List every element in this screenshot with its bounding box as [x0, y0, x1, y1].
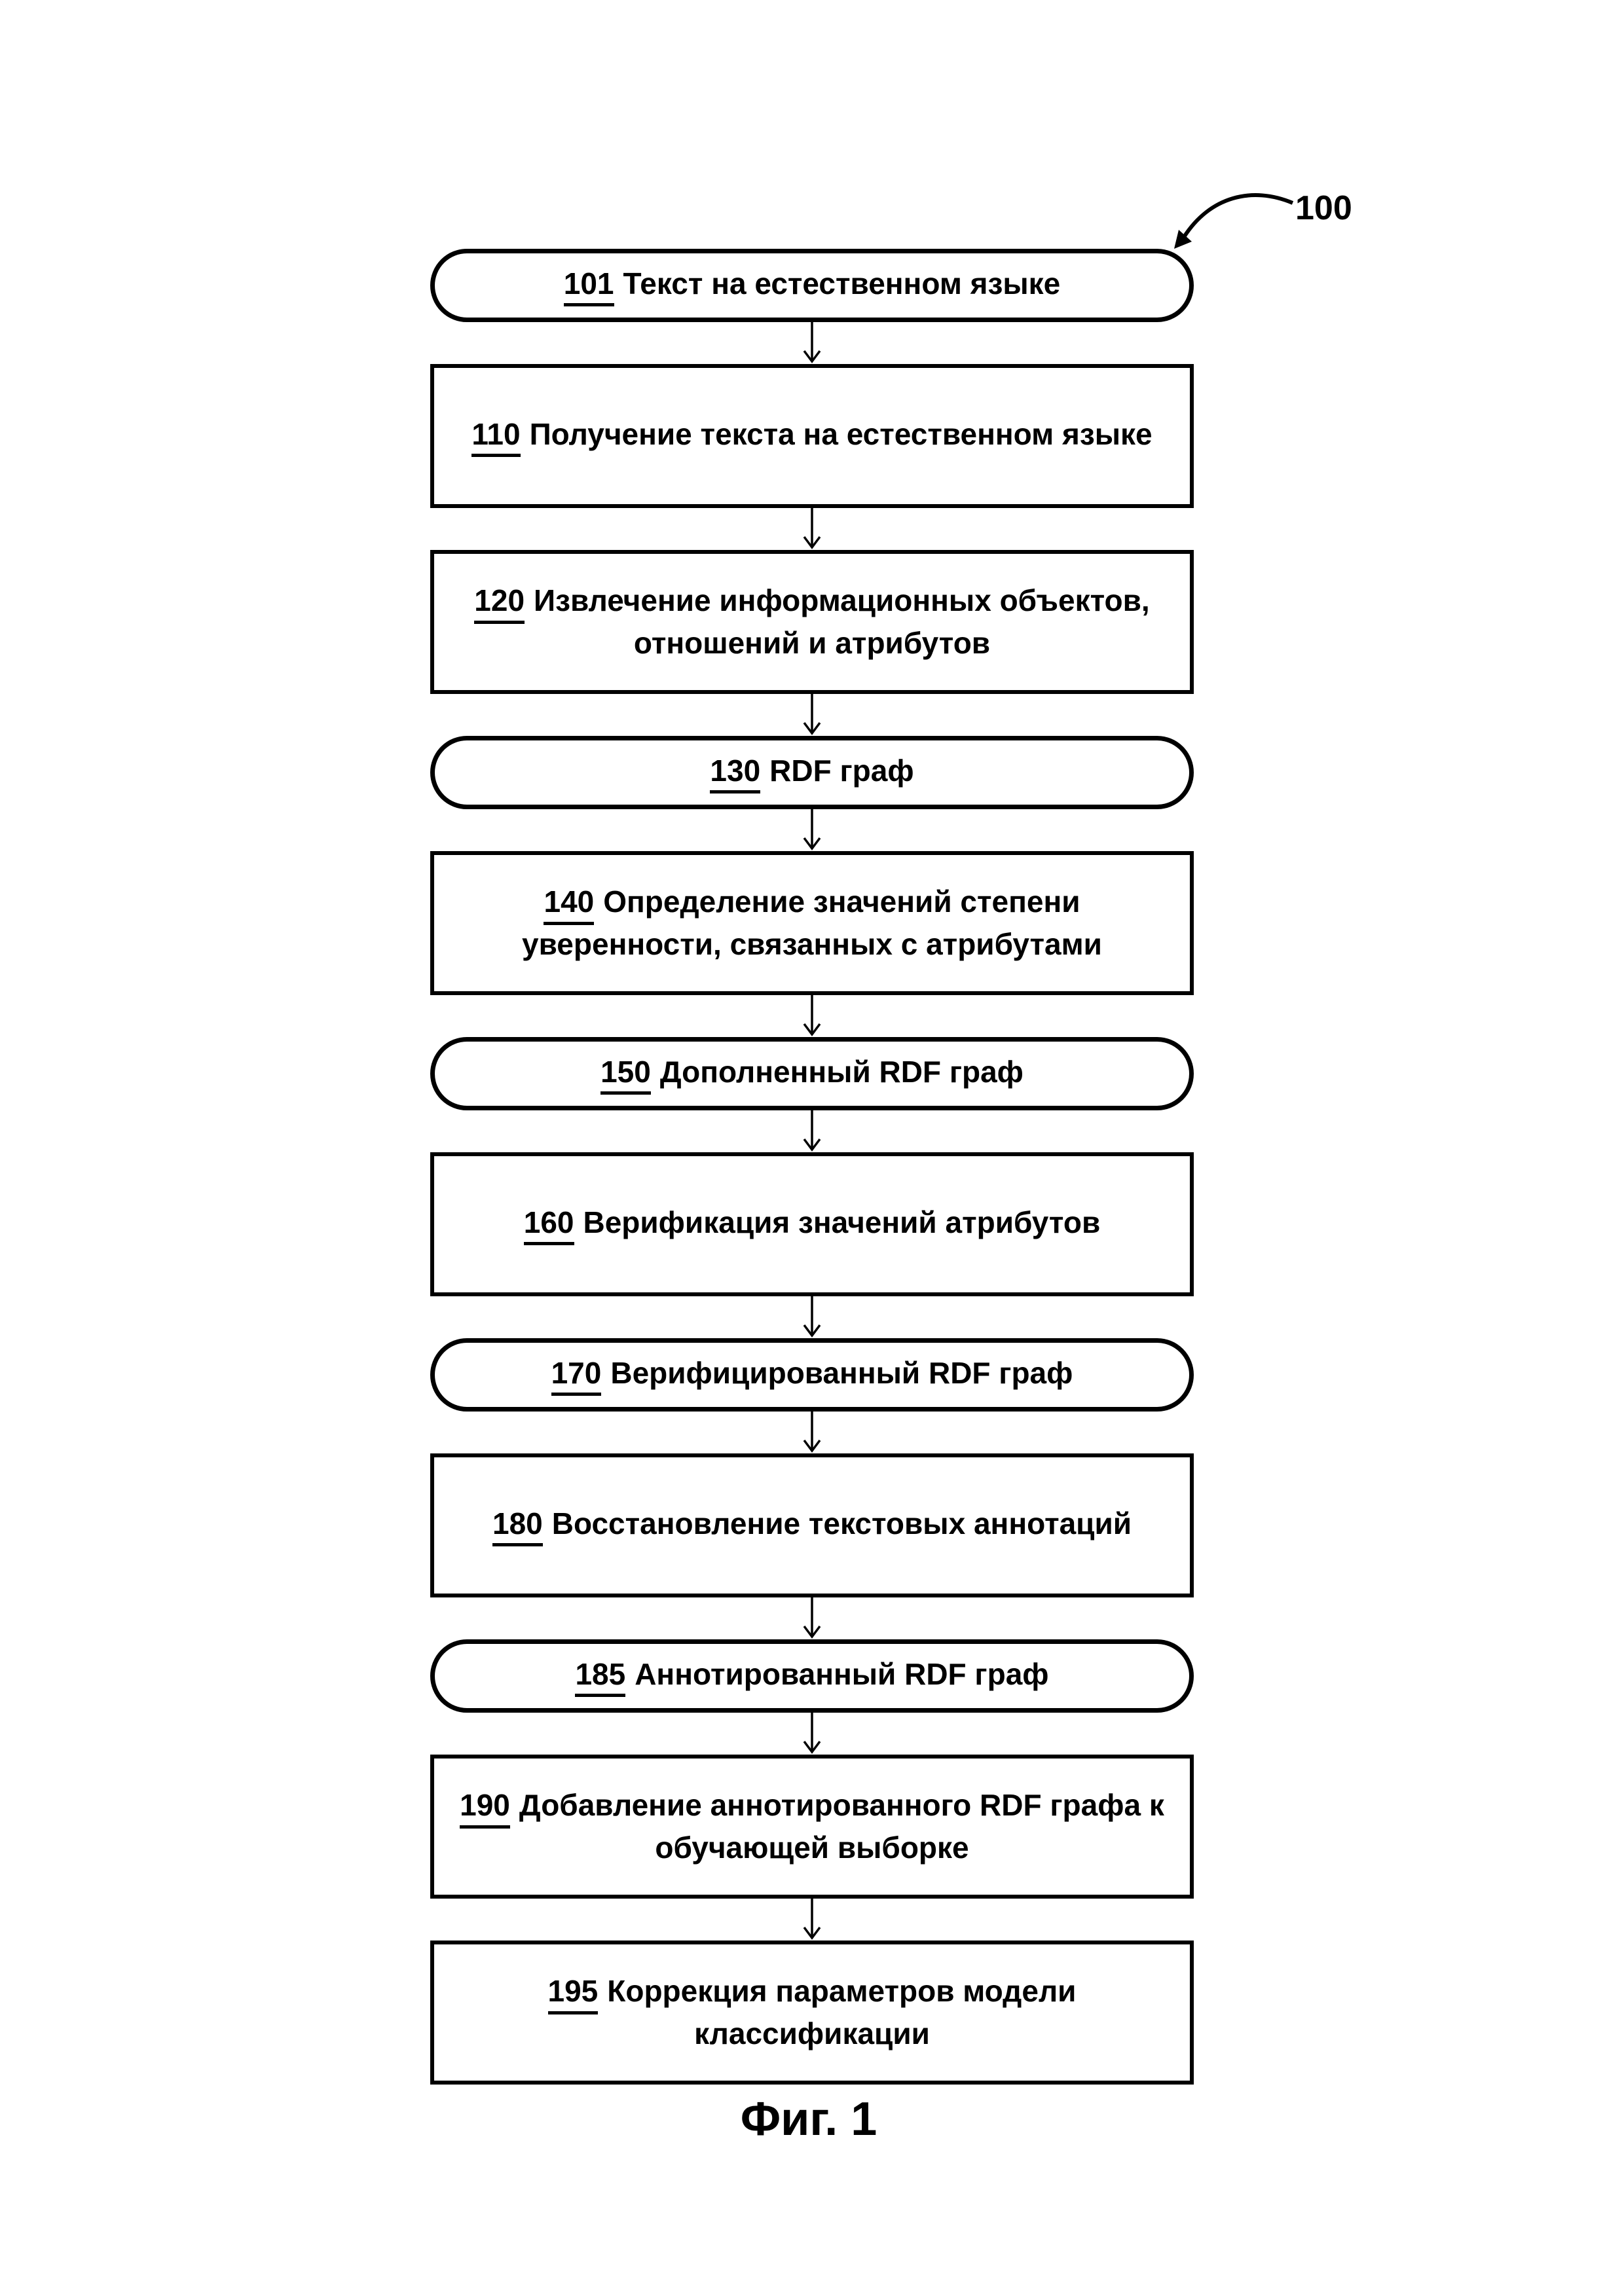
node-140-label: Определение значений степени уверенности…: [522, 884, 1102, 961]
node-190-label: Добавление аннотированного RDF графа к о…: [519, 1788, 1164, 1865]
node-120-number: 120: [474, 581, 525, 624]
flow-arrow-icon: [803, 322, 821, 363]
flow-arrow-icon: [803, 809, 821, 850]
figure-reference-number: 100: [1295, 189, 1352, 227]
node-110-number: 110: [471, 415, 521, 458]
node-195-label: Коррекция параметров модели классификаци…: [607, 1974, 1077, 2050]
reference-curved-arrow-icon: [1174, 193, 1294, 249]
node-180-label: Восстановление текстовых аннотаций: [551, 1506, 1132, 1540]
flow-arrow-icon: [803, 1296, 821, 1338]
node-101: 101 Текст на естественном языке: [430, 249, 1194, 322]
flow-arrow-icon: [803, 694, 821, 735]
node-195-number: 195: [547, 1972, 599, 2014]
flow-arrow-icon: [803, 1412, 821, 1453]
node-160-number: 160: [523, 1203, 574, 1246]
flow-arrow-icon: [803, 1110, 821, 1152]
node-185: 185 Аннотированный RDF граф: [430, 1639, 1194, 1713]
node-170-label: Верифицированный RDF граф: [610, 1355, 1073, 1390]
flow-arrow-icon: [803, 508, 821, 549]
node-130-label: RDF граф: [769, 753, 914, 788]
node-120-label: Извлечение информационных объектов, отно…: [534, 583, 1150, 660]
node-130-number: 130: [710, 752, 761, 794]
node-140-number: 140: [544, 883, 595, 925]
node-170-number: 170: [551, 1354, 602, 1396]
node-185-number: 185: [575, 1655, 626, 1698]
node-110-label: Получение текста на естественном языке: [529, 416, 1153, 451]
node-160: 160 Верификация значений атрибутов: [430, 1152, 1194, 1296]
flow-arrow-icon: [803, 1899, 821, 1940]
node-185-label: Аннотированный RDF граф: [635, 1656, 1049, 1691]
node-150-label: Дополненный RDF граф: [659, 1054, 1024, 1089]
node-180-number: 180: [492, 1504, 543, 1547]
node-101-label: Текст на естественном языке: [623, 266, 1061, 301]
node-160-label: Верификация значений атрибутов: [583, 1205, 1101, 1239]
node-150-number: 150: [600, 1053, 651, 1095]
flow-arrow-icon: [803, 995, 821, 1036]
flow-arrow-icon: [803, 1597, 821, 1639]
flow-arrow-icon: [803, 1713, 821, 1754]
node-190-number: 190: [460, 1786, 510, 1829]
node-101-number: 101: [563, 264, 614, 307]
figure-caption: Фиг. 1: [740, 2093, 877, 2145]
